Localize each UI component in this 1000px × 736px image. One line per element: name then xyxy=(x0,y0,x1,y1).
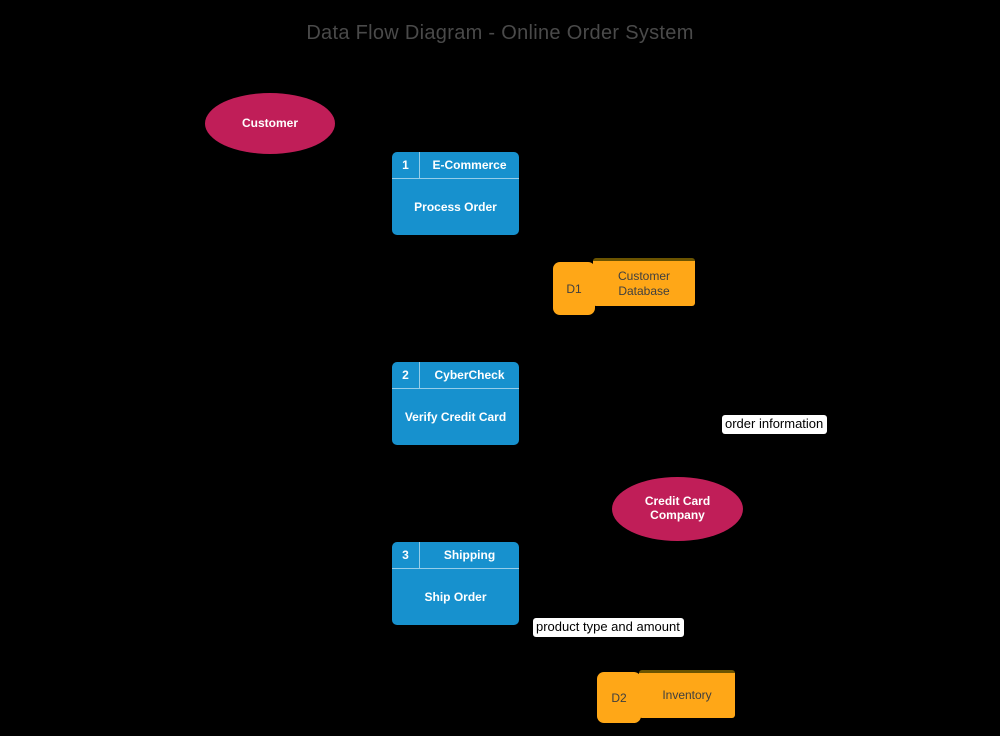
entity-credit-card-company-label: Credit Card Company xyxy=(644,494,711,522)
process-body-label: Verify Credit Card xyxy=(404,410,507,424)
datastore-body: Customer Database xyxy=(593,258,695,306)
process-body-label: Process Order xyxy=(414,200,497,214)
process-title: CyberCheck xyxy=(434,368,505,382)
process-number: 3 xyxy=(392,542,420,568)
process-header: 3 Shipping xyxy=(392,542,519,569)
flow-label-text: product type and amount xyxy=(536,619,680,634)
datastore-label: Customer Database xyxy=(617,268,670,298)
entity-credit-card-company[interactable]: Credit Card Company xyxy=(612,477,743,541)
datastore-id-tab: D1 xyxy=(553,262,595,315)
entity-customer[interactable]: Customer xyxy=(205,93,335,154)
entity-customer-label: Customer xyxy=(241,115,298,130)
process-header: 2 CyberCheck xyxy=(392,362,519,389)
process-number: 1 xyxy=(392,152,420,178)
datastore-label: Inventory xyxy=(662,688,712,702)
datastore-body: Inventory xyxy=(639,670,735,718)
process-number: 2 xyxy=(392,362,420,388)
process-body-label: Ship Order xyxy=(424,590,487,604)
datastore-customer-database[interactable]: Customer Database D1 xyxy=(553,258,695,315)
process-title: E-Commerce xyxy=(432,158,507,172)
datastore-id-tab: D2 xyxy=(597,672,641,723)
flow-label-text: order information xyxy=(725,416,824,431)
flow-label-product-type-and-amount[interactable]: product type and amount xyxy=(533,618,684,637)
process-header: 1 E-Commerce xyxy=(392,152,519,179)
process-title: Shipping xyxy=(443,548,496,562)
process-ecommerce[interactable]: 1 E-Commerce Process Order xyxy=(392,152,519,235)
diagram-title: Data Flow Diagram - Online Order System xyxy=(306,22,694,44)
datastore-inventory[interactable]: Inventory D2 xyxy=(597,670,735,723)
process-cybercheck[interactable]: 2 CyberCheck Verify Credit Card xyxy=(392,362,519,445)
process-shipping[interactable]: 3 Shipping Ship Order xyxy=(392,542,519,625)
flow-label-order-information[interactable]: order information xyxy=(722,415,828,434)
